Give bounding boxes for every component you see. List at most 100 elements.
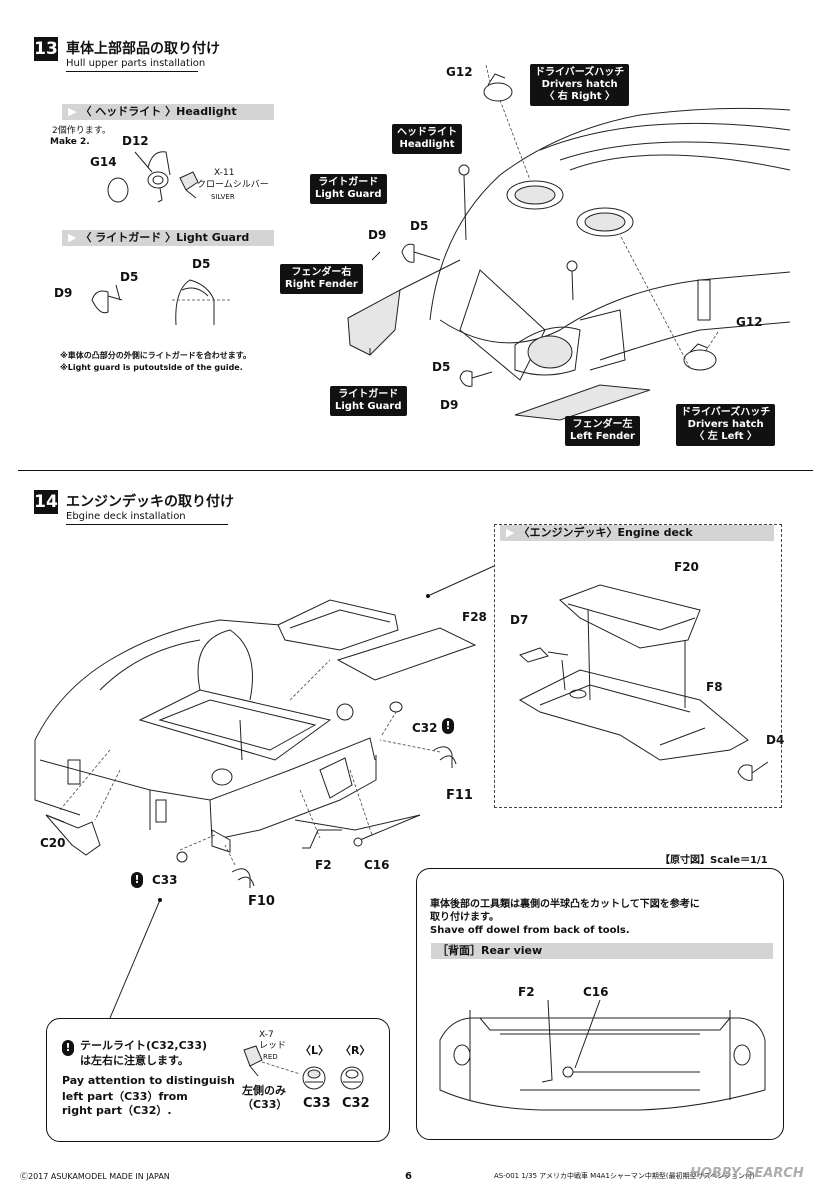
step-divider [18,470,813,471]
part-f11: F11 [446,788,473,803]
callout-text: ドライバーズハッチ [535,67,625,78]
part-f2: F2 [315,858,332,872]
part-g14: G14 [90,155,117,169]
rear-view-box [416,868,784,1140]
part-d7: D7 [510,613,529,627]
part-f20: F20 [674,560,699,574]
step-14-number: 14 [34,490,58,514]
callout-text: Right Fender [285,279,358,290]
callout-text: フェンダー右 [291,267,352,278]
taillight-jp-1: テールライト(C32,C33) [80,1039,207,1052]
callout-headlight: ヘッドライト Headlight [392,124,462,154]
callout-light-guard-top: ライトガード Light Guard [310,174,387,204]
light-guard-subheader: ▶〈 ライトガード 〉Light Guard [62,230,274,246]
callout-right-fender: フェンダー右 Right Fender [280,264,363,294]
callout-text: ヘッドライト [397,127,457,138]
taillight-right-part: C32 [342,1096,370,1111]
left-only-part: （C33） [242,1098,288,1111]
part-c20: C20 [40,836,66,850]
right-label: 〈R〉 [340,1044,371,1057]
headlight-subheader-text: 〈 ヘッドライト 〉Headlight [80,105,237,118]
headlight-subheader: ▶〈 ヘッドライト 〉Headlight [62,104,274,120]
caution-icon: ! [442,718,454,734]
part-c32: C32 [412,721,438,735]
footer-copyright: Ⓒ2017 ASUKAMODEL MADE IN JAPAN [20,1172,170,1181]
callout-text: Headlight [399,139,455,150]
caution-icon: ! [62,1040,74,1056]
paint-code: X-11 [214,168,235,178]
part-c33: C33 [152,873,178,887]
callout-text: ライトガード [318,177,379,188]
caution-icon: ! [131,872,143,888]
red-paint-jp: レッド [259,1041,287,1051]
hobby-search-watermark: HOBBY SEARCH [690,1166,804,1181]
step-13-number: 13 [34,37,58,61]
scale-label: 【原寸図】Scale＝1/1 [660,855,768,866]
part-d5-bottom: D5 [432,360,451,374]
make-count-en: Make 2. [50,137,90,147]
part-c16-rear: C16 [583,985,609,999]
red-paint-code: X-7 [259,1030,274,1040]
callout-text: ライトガード [338,389,399,400]
taillight-en-1: Pay attention to distinguish [62,1074,235,1087]
callout-drivers-hatch-right: ドライバーズハッチ Drivers hatch 〈 右 Right 〉 [530,64,630,106]
step-14-subtitle: Ebgine deck installation [66,511,228,525]
part-g12-bottom: G12 [736,315,763,329]
part-f8: F8 [706,680,723,694]
part-d5-top: D5 [410,219,429,233]
callout-text: ドライバーズハッチ [681,407,771,418]
paint-name-jp: クロームシルバー [197,180,269,190]
callout-text: Drivers hatch [687,419,764,430]
callout-text: Drivers hatch [541,79,618,90]
rear-view-subheader: ［背面］Rear view [431,943,773,959]
taillight-en-3: right part（C32）. [62,1104,172,1117]
taillight-jp-2: は左右に注意します。 [80,1054,189,1067]
rear-text-jp-2: 取り付けます。 [430,912,499,923]
part-g12-top: G12 [446,65,473,79]
part-d9-bottom: D9 [440,398,459,412]
make-count-jp: 2個作ります。 [52,126,111,136]
light-guard-subheader-text: 〈 ライトガード 〉Light Guard [80,231,250,244]
triangle-icon: ▶ [68,231,77,244]
part-d5-guard-right: D5 [192,257,211,271]
callout-text: 〈 右 Right 〉 [544,91,615,102]
part-f2-rear: F2 [518,985,535,999]
part-f10: F10 [248,894,275,909]
light-guard-note-jp: ※車体の凸部分の外側にライトガードを合わせます。 [60,351,251,360]
taillight-box [46,1018,390,1142]
triangle-icon: ▶ [506,526,515,539]
part-c16: C16 [364,858,390,872]
triangle-icon: ▶ [68,105,77,118]
callout-text: フェンダー左 [572,419,633,430]
callout-text: Left Fender [570,431,635,442]
callout-text: Light Guard [335,401,402,412]
callout-drivers-hatch-left: ドライバーズハッチ Drivers hatch 〈 左 Left 〉 [676,404,776,446]
part-d5-guard: D5 [120,270,139,284]
engine-deck-inset [494,524,782,808]
left-only-jp: 左側のみ [242,1084,286,1097]
red-paint-en: RED [263,1053,278,1061]
part-d9-top: D9 [368,228,387,242]
taillight-left-part: C33 [303,1096,331,1111]
taillight-en-2: left part（C33）from [62,1090,188,1103]
callout-text: 〈 左 Left 〉 [694,431,758,442]
part-d4: D4 [766,733,785,747]
rear-text-jp-1: 車体後部の工具類は裏側の半球凸をカットして下図を参考に [430,899,700,910]
callout-light-guard-bottom: ライトガード Light Guard [330,386,407,416]
rear-text-en: Shave off dowel from back of tools. [430,925,630,936]
light-guard-note-en: ※Light guard is putoutside of the guide. [60,363,243,372]
left-label: 〈L〉 [300,1044,330,1057]
footer-product: AS-001 1/35 アメリカ中戦車 M4A1シャーマン中期型(最初期型サスペ… [494,1172,755,1180]
part-d9-guard: D9 [54,286,73,300]
callout-left-fender: フェンダー左 Left Fender [565,416,640,446]
step-14-title: エンジンデッキの取り付け [66,494,234,510]
page-number: 6 [405,1171,412,1182]
callout-text: Light Guard [315,189,382,200]
step-13-title: 車体上部部品の取り付け [66,41,220,57]
